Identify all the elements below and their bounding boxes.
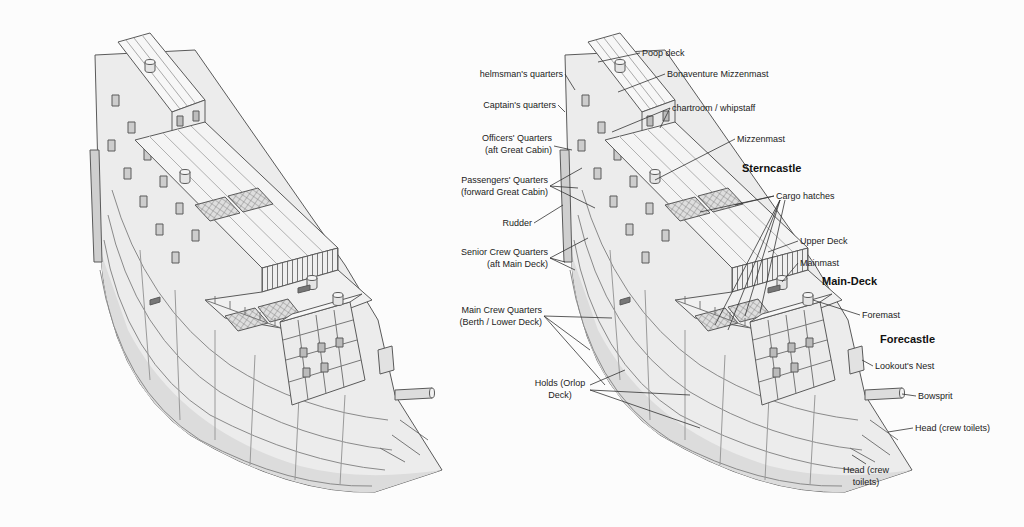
rudder <box>90 150 102 262</box>
part-label: helmsman's quarters <box>480 68 563 80</box>
part-label: Head (crew toilets) <box>915 422 990 434</box>
part-label: Passengers' Quarters (forward Great Cabi… <box>453 174 548 198</box>
upper-hatches <box>195 188 273 221</box>
mast-top <box>145 60 155 65</box>
part-label: Mizzenmast <box>737 133 785 145</box>
section-heading: Main-Deck <box>822 275 877 288</box>
part-label: Upper Deck <box>800 235 848 247</box>
galleon-sketch <box>90 33 442 492</box>
section-heading: Forecastle <box>880 333 935 346</box>
part-label: Head (crew toilets) <box>834 464 898 488</box>
part-label: Rudder <box>502 217 532 229</box>
section-heading: Sterncastle <box>742 162 801 175</box>
part-label: Foremast <box>862 309 900 321</box>
part-label: Main Crew Quarters (Berth / Lower Deck) <box>450 304 542 328</box>
upper-deck-planks <box>149 126 323 264</box>
part-label: Poop deck <box>642 47 685 59</box>
main-rail <box>205 296 292 332</box>
part-label: Cargo hatches <box>776 190 835 202</box>
part-label: Bowsprit <box>918 390 953 402</box>
poop-planks <box>126 35 196 109</box>
part-label: Captain's quarters <box>483 99 556 111</box>
mast-top <box>307 276 317 281</box>
forecastle-windows <box>300 338 343 377</box>
chartroom-windows <box>177 111 199 126</box>
part-label: Holds (Orlop Deck) <box>530 377 590 401</box>
forecastle-deck <box>280 294 362 322</box>
mast-top <box>180 170 190 175</box>
poop-deck <box>118 33 205 112</box>
forecastle-frame <box>283 310 361 400</box>
part-label: Senior Crew Quarters (aft Main Deck) <box>456 246 548 270</box>
part-label: Mainmast <box>800 257 839 269</box>
part-label: Bonaventure Mizzenmast <box>667 68 769 80</box>
upper-deck <box>135 122 338 268</box>
lookout-nest <box>378 346 394 374</box>
mast-top <box>333 293 343 298</box>
head-platform <box>380 420 428 462</box>
part-label: Officers' Quarters (aft Great Cabin) <box>472 132 552 156</box>
hull <box>95 50 442 492</box>
leader-lines <box>534 53 916 464</box>
part-label: Lookout's Nest <box>875 360 934 372</box>
galleon-sketch-labelled <box>560 33 912 492</box>
part-label: chartroom / whipstaff <box>672 102 755 114</box>
bowsprit <box>395 388 432 400</box>
bowsprit-end <box>430 388 435 398</box>
